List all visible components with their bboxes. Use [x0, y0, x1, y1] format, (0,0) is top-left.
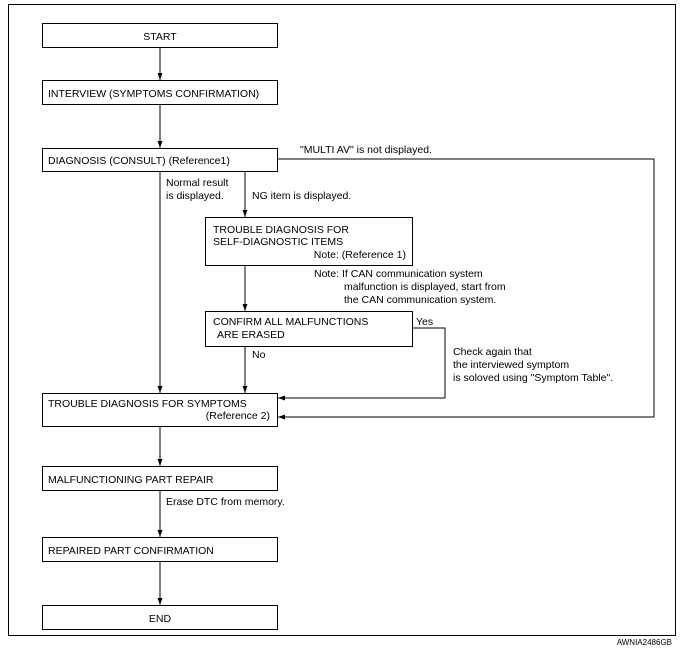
- label-can-note-line2: malfunction is displayed, start from: [344, 281, 506, 293]
- label-yes: Yes: [416, 316, 433, 328]
- box-end: END: [42, 605, 278, 630]
- box-confirm-line2: ARE ERASED: [217, 329, 285, 341]
- box-confirm-malfunctions: CONFIRM ALL MALFUNCTIONS ARE ERASED: [205, 311, 413, 347]
- label-can-note-line1: Note: If CAN communication system: [314, 268, 483, 280]
- connectors: [157, 47, 655, 605]
- box-part-repair-label: MALFUNCTIONING PART REPAIR: [48, 474, 214, 486]
- box-part-repair: MALFUNCTIONING PART REPAIR: [42, 466, 278, 491]
- box-diagnosis: DIAGNOSIS (CONSULT) (Reference1): [42, 148, 278, 172]
- label-check-again-line3: is soloved using "Symptom Table".: [453, 372, 613, 384]
- annotations: "MULTI AV" is not displayed. Normal resu…: [166, 144, 613, 508]
- box-symptoms-line1: TROUBLE DIAGNOSIS FOR SYMPTOMS: [48, 398, 247, 410]
- box-repaired-label: REPAIRED PART CONFIRMATION: [48, 545, 214, 557]
- label-check-again-line1: Check again that: [453, 346, 532, 358]
- label-normal-result-line2: is displayed.: [166, 190, 224, 202]
- diagram-frame: [8, 4, 676, 636]
- box-trouble-self-note: Note: (Reference 1): [314, 249, 406, 261]
- box-trouble-symptoms: TROUBLE DIAGNOSIS FOR SYMPTOMS (Referenc…: [42, 393, 278, 427]
- arrow-confirm-yes-to-symptoms: [278, 327, 446, 401]
- box-diagnosis-label: DIAGNOSIS (CONSULT) (Reference1): [48, 155, 230, 167]
- label-can-note-line3: the CAN communication system.: [344, 294, 496, 306]
- box-trouble-self-line2: SELF-DIAGNOSTIC ITEMS: [213, 236, 343, 248]
- box-trouble-self-line1: TROUBLE DIAGNOSIS FOR: [213, 224, 349, 236]
- arrow-multi-av-to-symptoms: [277, 158, 655, 420]
- label-ng-item: NG item is displayed.: [252, 190, 351, 202]
- box-interview: INTERVIEW (SYMPTOMS CONFIRMATION): [42, 80, 278, 105]
- box-repaired-confirmation: REPAIRED PART CONFIRMATION: [42, 537, 278, 562]
- box-end-label: END: [149, 613, 172, 625]
- box-confirm-line1: CONFIRM ALL MALFUNCTIONS: [213, 316, 368, 328]
- label-no: No: [252, 349, 266, 361]
- label-normal-result-line1: Normal result: [166, 177, 229, 189]
- figure-id: AWNIA2486GB: [617, 638, 672, 647]
- label-multi-av: "MULTI AV" is not displayed.: [300, 144, 432, 156]
- box-start-label: START: [143, 31, 177, 43]
- label-erase-dtc: Erase DTC from memory.: [166, 496, 285, 508]
- box-symptoms-line2: (Reference 2): [206, 410, 270, 422]
- label-check-again-line2: the interviewed symptom: [453, 359, 569, 371]
- box-trouble-self-diagnostic: TROUBLE DIAGNOSIS FOR SELF-DIAGNOSTIC IT…: [205, 217, 413, 266]
- box-interview-label: INTERVIEW (SYMPTOMS CONFIRMATION): [48, 88, 259, 100]
- box-start: START: [42, 23, 278, 48]
